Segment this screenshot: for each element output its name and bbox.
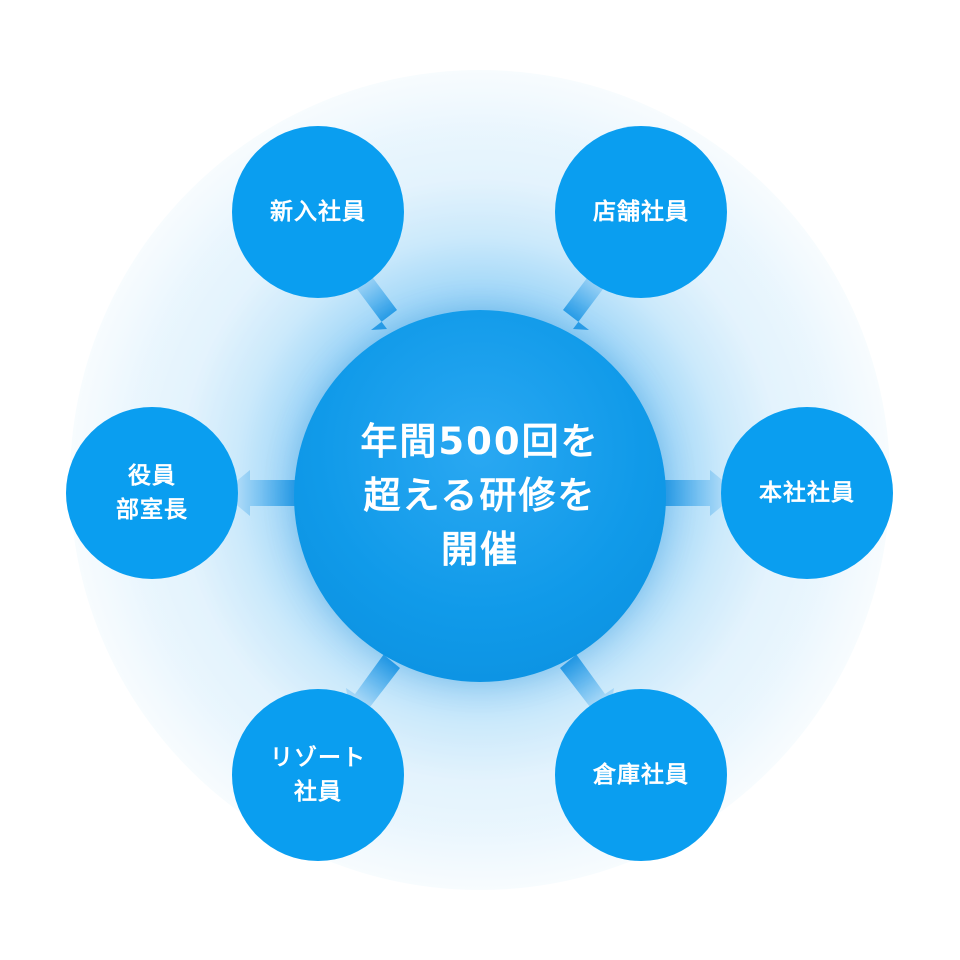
arrow-to-executives [222,470,298,516]
node-new-employees: 新入社員 [232,126,404,298]
node-warehouse-employees: 倉庫社員 [555,689,727,861]
arrow-to-resort-employees [346,650,400,714]
node-store-employees: 店舗社員 [555,126,727,298]
center-circle-training-count: 年間500回を 超える研修を 開催 [294,310,666,682]
node-headquarters-employees: 本社社員 [721,407,893,579]
node-resort-employees: リゾート 社員 [232,689,404,861]
arrow-to-headquarters-employees [662,470,738,516]
node-executives-managers: 役員 部室長 [66,407,238,579]
